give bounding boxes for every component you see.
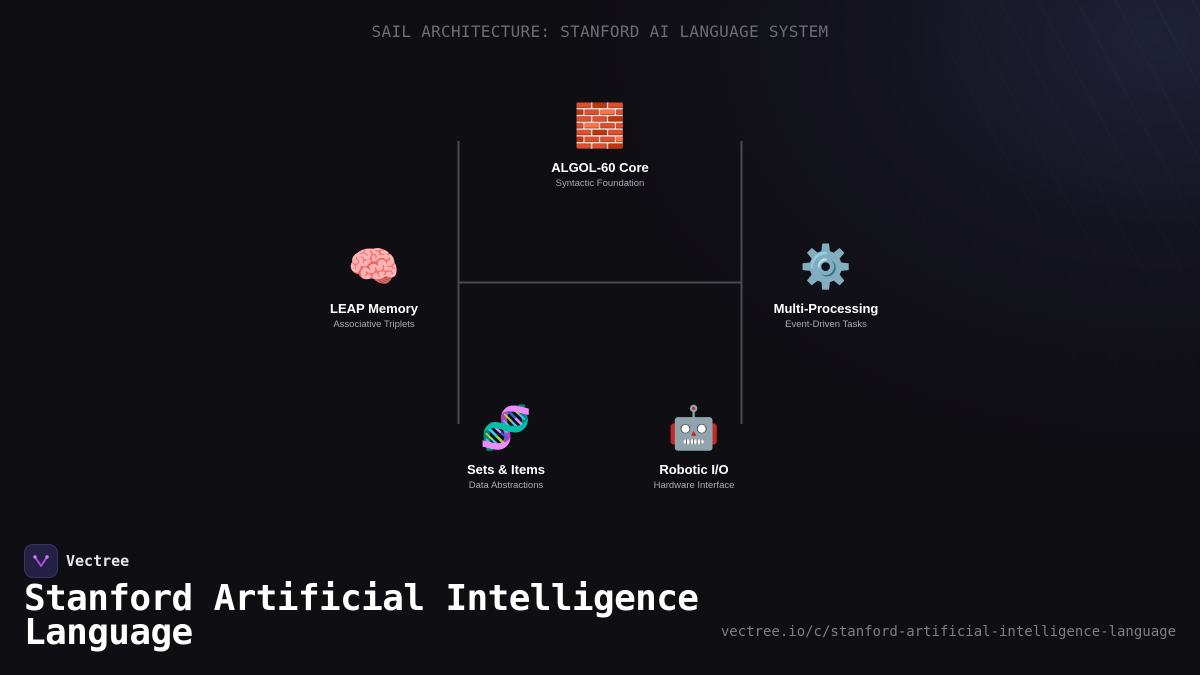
node-robotic-io: 🤖 Robotic I/O Hardware Interface [604,402,784,491]
brick-icon: 🧱 [573,101,627,150]
node-title: Sets & Items [466,462,546,477]
node-title: ALGOL-60 Core [551,160,649,175]
gear-icon: ⚙️ [799,242,853,291]
vectree-logo-icon [24,544,58,578]
node-multi-processing: ⚙️ Multi-Processing Event-Driven Tasks [736,241,916,330]
robot-icon: 🤖 [667,403,721,452]
node-title: Multi-Processing [773,301,879,316]
page-title: Stanford Artificial Intelligence Languag… [24,578,699,653]
brand[interactable]: Vectree [24,544,129,578]
node-subtitle: Associative Triplets [333,319,415,330]
brand-name: Vectree [66,552,130,570]
node-subtitle: Hardware Interface [653,480,735,491]
node-subtitle: Data Abstractions [468,480,544,491]
node-leap-memory: 🧠 LEAP Memory Associative Triplets [284,241,464,330]
node-subtitle: Event-Driven Tasks [785,319,867,330]
node-subtitle: Syntactic Foundation [555,178,645,189]
dna-icon: 🧬 [479,403,533,452]
node-sets-items: 🧬 Sets & Items Data Abstractions [416,402,596,491]
brain-icon: 🧠 [347,242,401,291]
node-title: LEAP Memory [330,301,418,316]
node-title: Robotic I/O [659,462,729,477]
node-algol-core: 🧱 ALGOL-60 Core Syntactic Foundation [510,100,690,189]
source-url[interactable]: vectree.io/c/stanford-artificial-intelli… [720,624,1176,640]
diagram-title: SAIL ARCHITECTURE: STANFORD AI LANGUAGE … [371,22,829,41]
